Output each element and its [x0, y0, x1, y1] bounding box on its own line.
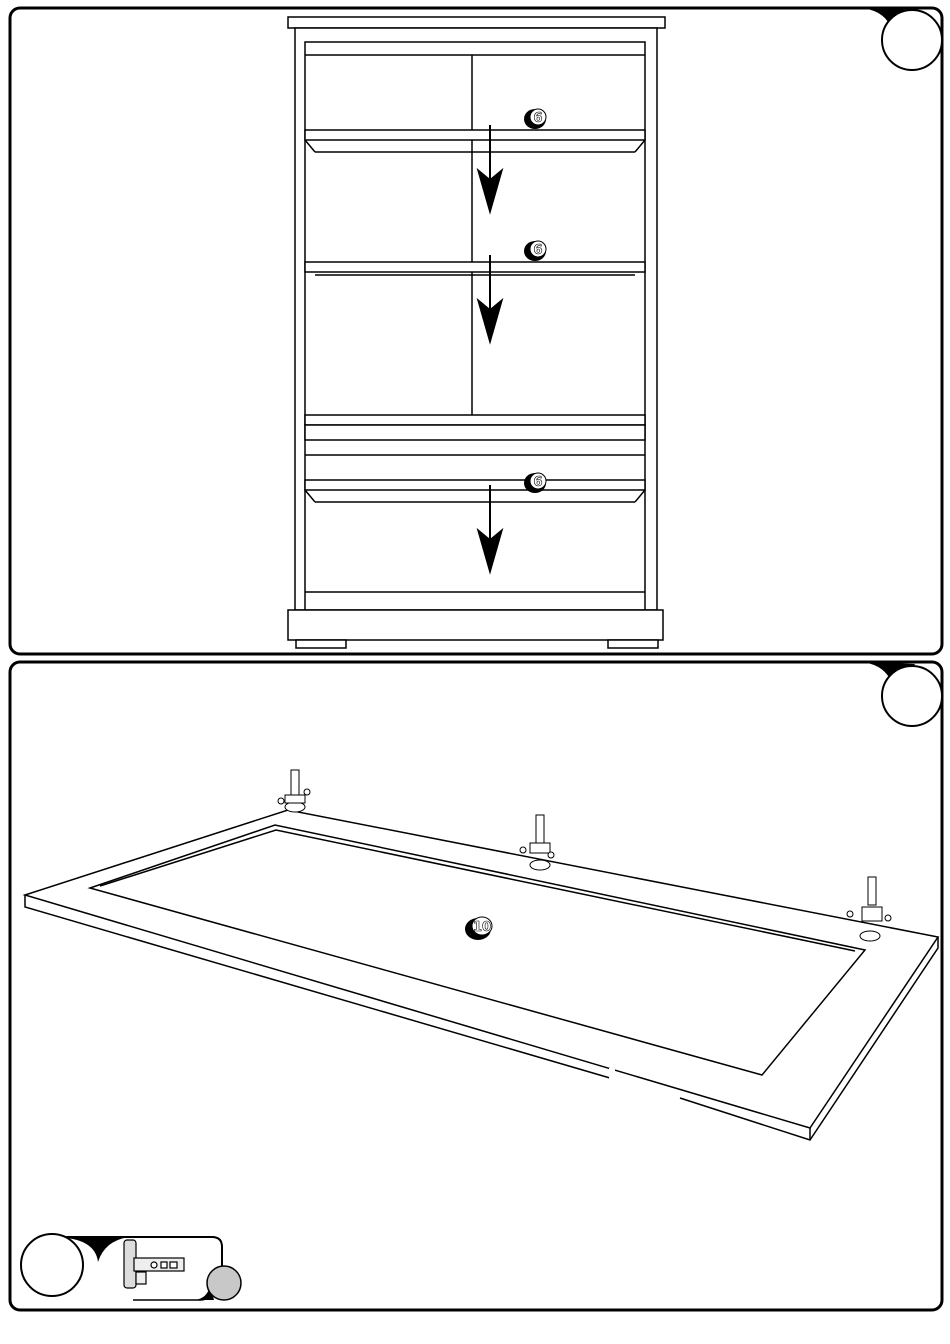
- svg-text:6: 6: [533, 111, 542, 126]
- part-label-shelf-2: 6: [524, 240, 547, 261]
- svg-text:6: 6: [533, 475, 542, 490]
- quantity-circle: [20, 1233, 84, 1297]
- svg-text:6: 6: [533, 243, 542, 258]
- svg-text:10: 10: [473, 920, 491, 935]
- step-number-circle: [881, 665, 943, 727]
- door-panel-drawing: [22, 809, 940, 1141]
- part-label-shelf-3: 6: [524, 472, 547, 493]
- step-number-circle: [881, 9, 943, 71]
- hinge-drawings: [277, 769, 892, 942]
- down-arrows: [476, 125, 504, 575]
- step-panel-bottom: [8, 660, 944, 1312]
- hinge-icon: [123, 1239, 185, 1289]
- part-label-shelf-1: 6: [524, 108, 547, 129]
- quantity-badge: [206, 1265, 242, 1301]
- cabinet-drawing: [287, 16, 666, 649]
- part-label-door: 10: [465, 916, 493, 940]
- parts-callout: [20, 1233, 242, 1301]
- step-panel-top: [8, 6, 944, 656]
